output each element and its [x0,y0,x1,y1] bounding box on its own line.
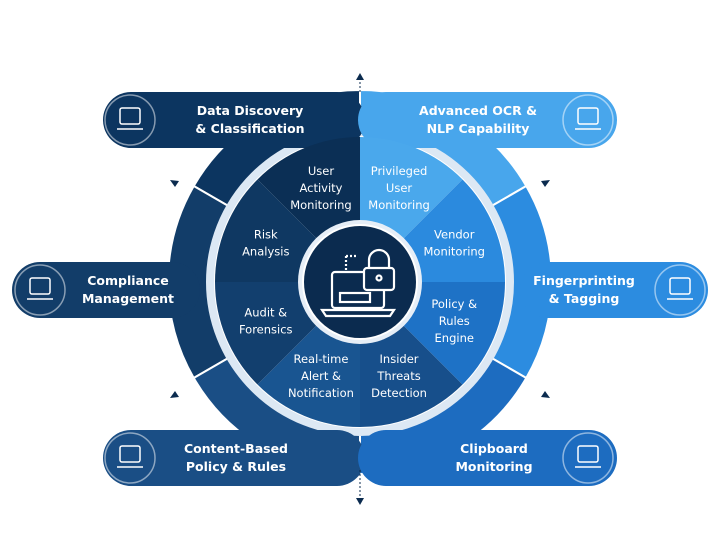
segment-label: Policy & [431,297,477,311]
feature-label: NLP Capability [427,121,530,136]
segment-label: Real-time [293,352,348,366]
fingerprint-icon [654,264,706,316]
ai-person-icon [562,94,614,146]
feature-label: Clipboard [460,441,528,456]
segment-label: Detection [371,386,427,400]
feature-label: Data Discovery [197,103,304,118]
feature-label: Management [82,291,174,306]
segment-label: Rules [439,314,470,328]
feature-label: Advanced OCR & [419,103,537,118]
segment-label: Monitoring [290,198,352,212]
feature-pill: Data Discovery & Classification [103,92,365,148]
segment-label: Monitoring [423,244,485,258]
feature-pill: Advanced OCR & NLP Capability [358,92,617,148]
laptop-lock-icon [319,248,397,318]
server-network-icon [104,94,156,146]
segment-label: Analysis [242,244,289,258]
center-hub [298,220,422,344]
gears-person-icon [14,264,66,316]
segment-label: Insider [380,352,419,366]
feature-label: & Tagging [549,291,620,306]
feature-pills: Data Discovery & Classification Advanced O… [12,92,708,486]
segment-label: Privileged [371,164,428,178]
segment-label: Alert & [301,369,341,383]
segment-label: Risk [254,227,278,241]
feature-pill: Fingerprinting & Tagging [520,262,708,318]
direction-arrows [170,73,550,505]
segment-label: Threats [376,369,420,383]
segment-label: Audit & [244,306,287,320]
feature-label: Content-Based [184,441,288,456]
segment-label: User [386,181,412,195]
segment-label: Notification [288,386,354,400]
segment-label: Monitoring [368,198,430,212]
segment-label: Vendor [434,227,475,241]
segment-label: User [308,164,334,178]
feature-label: Monitoring [455,459,532,474]
monitor-mail-icon [562,432,614,484]
feature-label: & Classification [195,121,304,136]
feature-label: Policy & Rules [186,459,286,474]
segment-label: Forensics [239,323,293,337]
feature-label: Compliance [87,273,169,288]
feature-label: Fingerprinting [533,273,635,288]
segment-label: Activity [299,181,342,195]
documents-icon [104,432,156,484]
segment-label: Engine [435,331,474,345]
